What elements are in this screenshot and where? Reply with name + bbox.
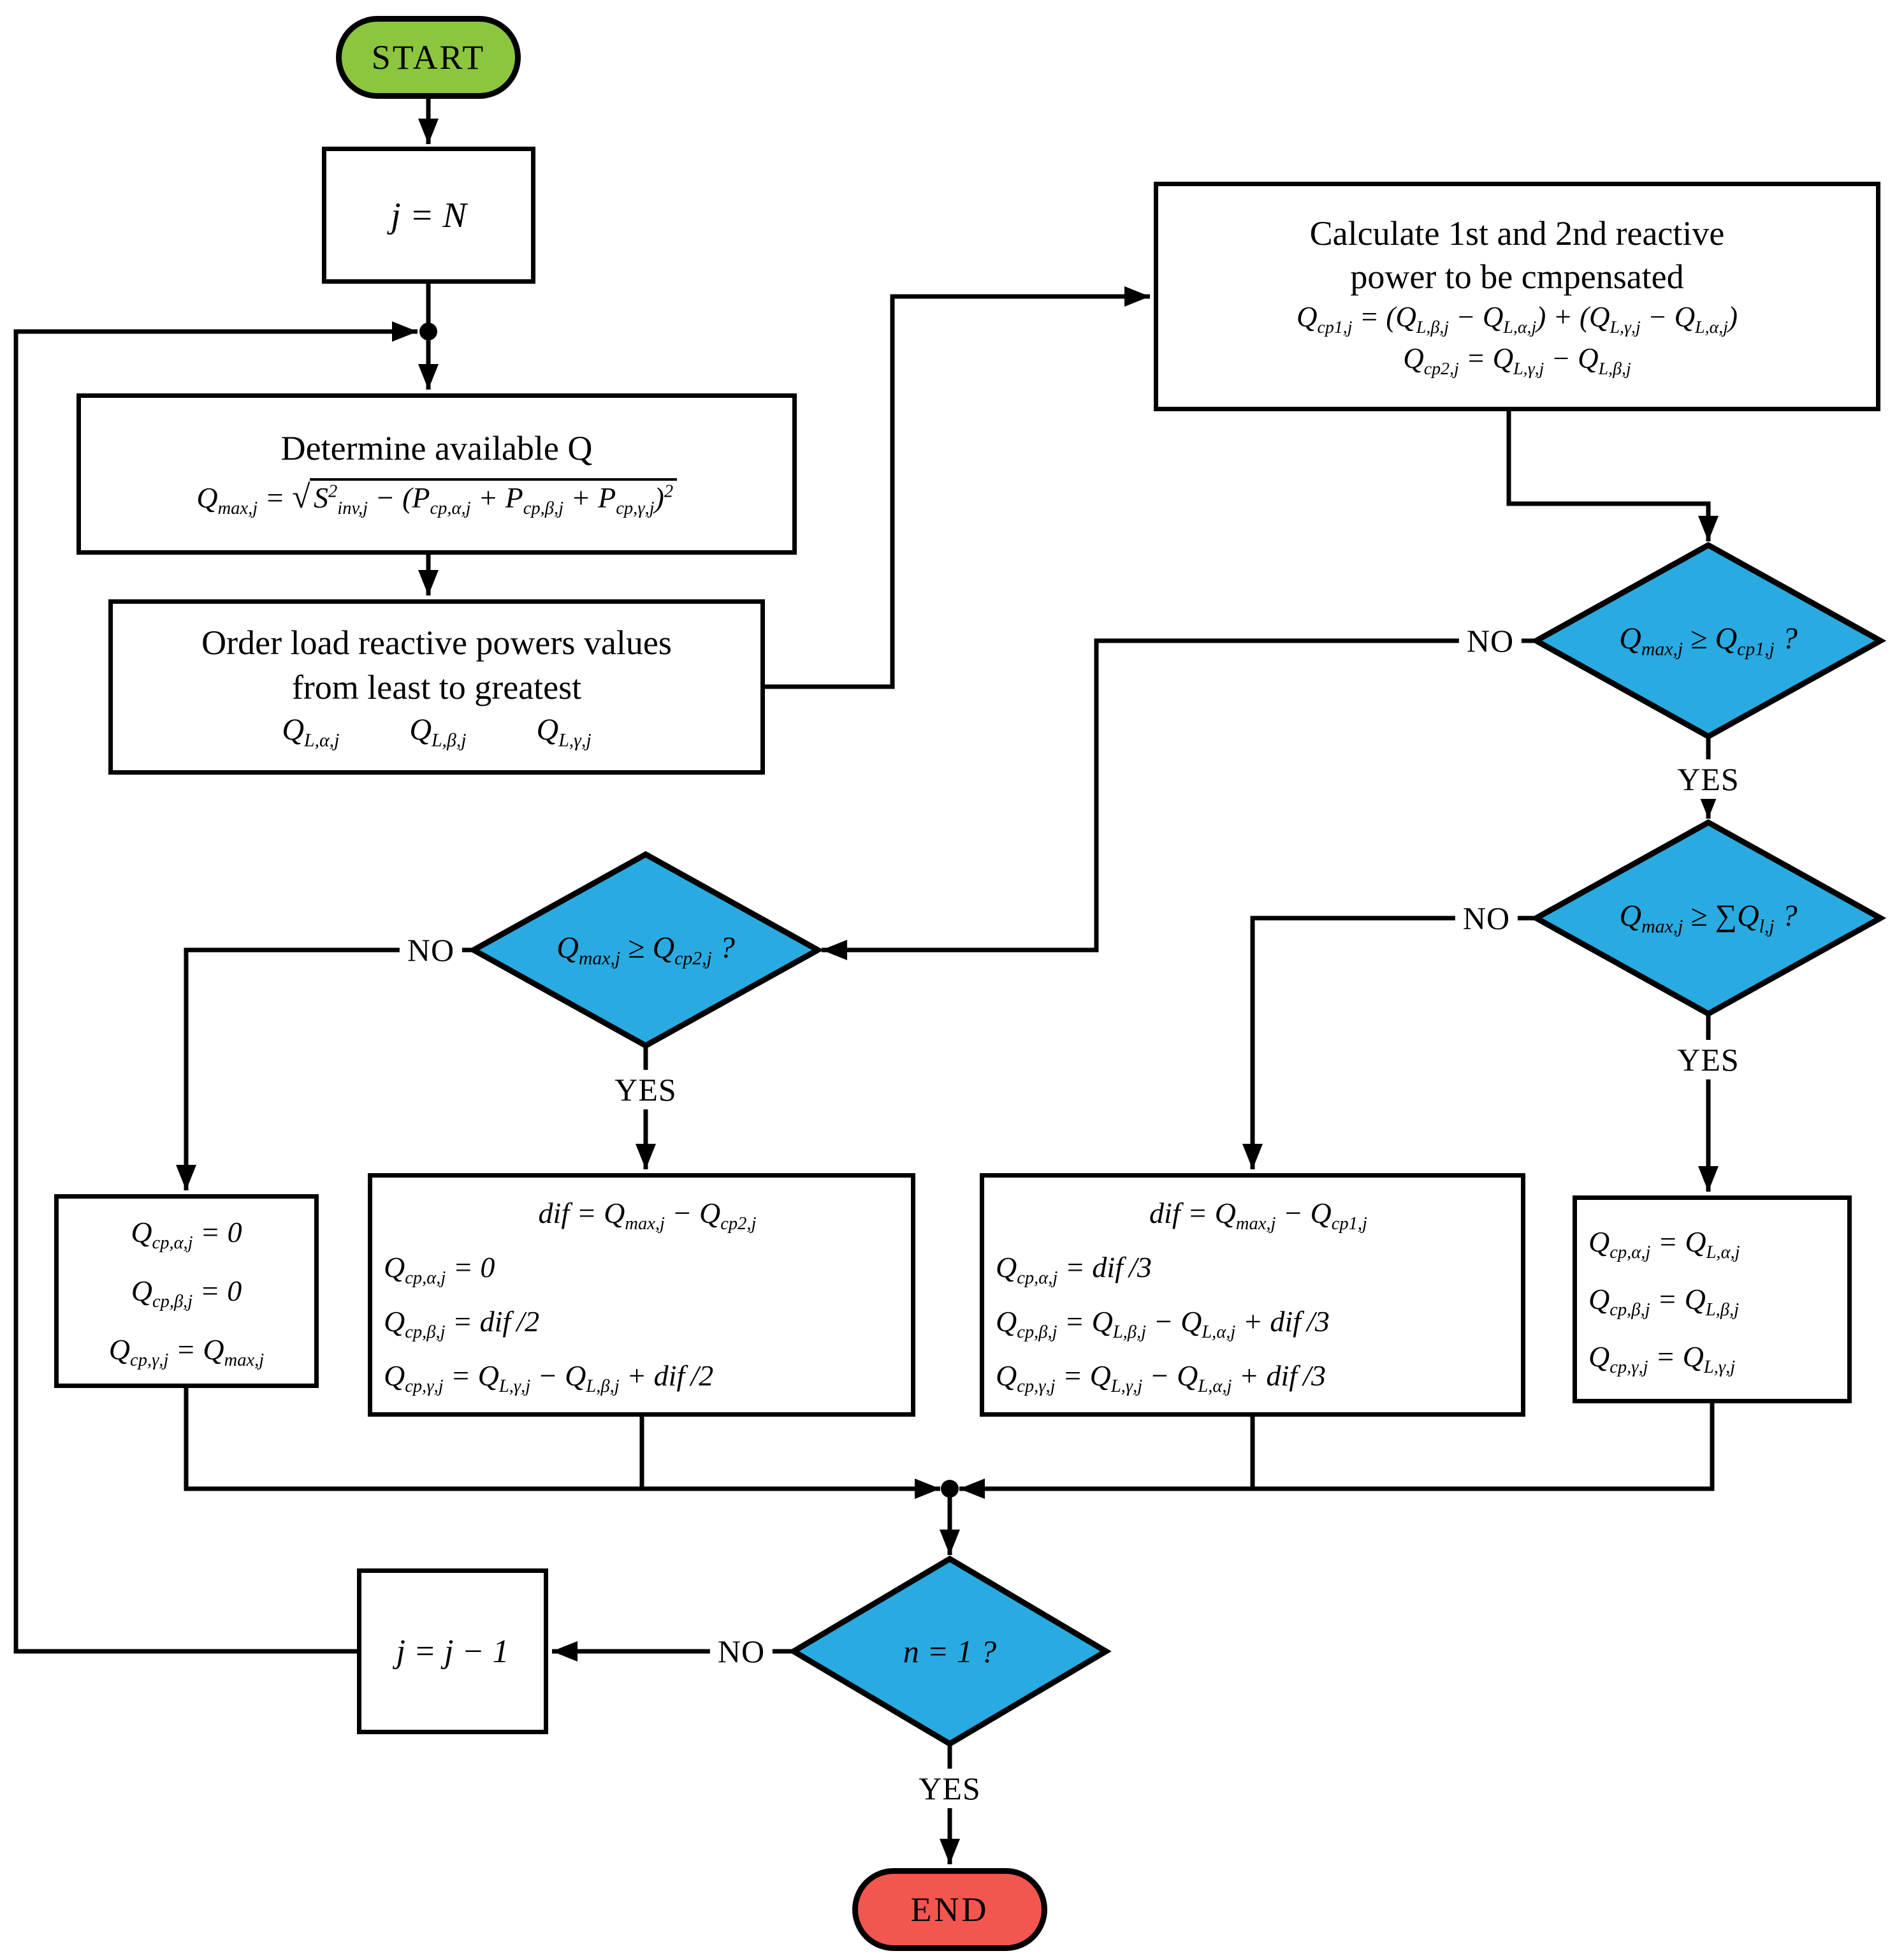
branch-full-line3: Qcp,γ,j = QL,γ,j bbox=[1588, 1340, 1736, 1378]
edge-branch-zero-to-merge bbox=[184, 1388, 940, 1499]
end-label: END bbox=[910, 1890, 989, 1929]
edge-branch-full-to-merge bbox=[959, 1403, 1715, 1499]
determine-formula: Qmax,j = √S2inv,j − (Pcp,α,j + Pcp,β,j +… bbox=[196, 478, 677, 519]
junction-dot-top bbox=[419, 323, 437, 340]
branch-dif3-node: dif = Qmax,j − Qcp1,j Qcp,α,j = dif /3 Q… bbox=[980, 1173, 1525, 1417]
calculate-formula-qcp1: Qcp1,j = (QL,β,j − QL,α,j) + (QL,γ,j − Q… bbox=[1297, 301, 1738, 337]
init-node: j = N bbox=[322, 147, 535, 284]
branch-full-line2: Qcp,β,j = QL,β,j bbox=[1588, 1283, 1740, 1320]
branch-zero-node: Qcp,α,j = 0 Qcp,β,j = 0 Qcp,γ,j = Qmax,j bbox=[54, 1194, 319, 1388]
edge-loop-decrement-to-junction bbox=[13, 321, 418, 1654]
edge-label-yes-qcp2: YES bbox=[607, 1070, 685, 1109]
edge-order-to-calculate bbox=[765, 286, 1150, 689]
calculate-title-line1: Calculate 1st and 2nd reactive bbox=[1309, 214, 1725, 252]
decrement-node: j = j − 1 bbox=[357, 1568, 548, 1734]
edge-qcp1-no-to-decision-qcp2 bbox=[822, 638, 1536, 960]
order-title-line2: from least to greatest bbox=[291, 668, 582, 706]
order-formula-alpha: QL,α,j bbox=[282, 712, 340, 751]
branch-zero-line1: Qcp,α,j = 0 bbox=[131, 1216, 242, 1253]
calculate-formula-qcp2: Qcp2,j = QL,γ,j − QL,β,j bbox=[1403, 342, 1631, 379]
edge-label-no-qcp2: NO bbox=[399, 930, 463, 970]
branch-dif3-line4: Qcp,γ,j = QL,γ,j − QL,α,j + dif /3 bbox=[996, 1359, 1326, 1397]
determine-title: Determine available Q bbox=[280, 429, 593, 468]
branch-full-node: Qcp,α,j = QL,α,j Qcp,β,j = QL,β,j Qcp,γ,… bbox=[1573, 1195, 1852, 1403]
determine-node: Determine available Q Qmax,j = √S2inv,j … bbox=[76, 393, 797, 555]
branch-dif2-line1: dif = Qmax,j − Qcp2,j bbox=[538, 1196, 757, 1234]
start-node: START bbox=[336, 16, 521, 99]
branch-zero-line2: Qcp,β,j = 0 bbox=[131, 1275, 242, 1312]
order-node: Order load reactive powers values from l… bbox=[108, 599, 765, 775]
branch-dif3-line1: dif = Qmax,j − Qcp1,j bbox=[1149, 1196, 1367, 1234]
edge-sum-no-to-branch-dif3 bbox=[1242, 916, 1536, 1169]
end-node: END bbox=[852, 1868, 1047, 1951]
decision-qcp1-shape bbox=[1530, 541, 1887, 740]
branch-zero-line3: Qcp,γ,j = Qmax,j bbox=[108, 1333, 265, 1371]
order-formula-beta: QL,β,j bbox=[409, 712, 467, 751]
edge-label-no-sum: NO bbox=[1455, 898, 1518, 938]
decision-n-shape bbox=[788, 1555, 1112, 1748]
junction-dot-merge bbox=[941, 1480, 959, 1498]
branch-dif2-line4: Qcp,γ,j = QL,γ,j − QL,β,j + dif /2 bbox=[384, 1359, 714, 1397]
branch-dif2-line3: Qcp,β,j = dif /2 bbox=[384, 1305, 540, 1343]
decrement-formula: j = j − 1 bbox=[396, 1633, 509, 1670]
edge-label-no-n: NO bbox=[709, 1632, 773, 1671]
edge-label-no-qcp1: NO bbox=[1458, 621, 1522, 661]
start-label: START bbox=[371, 38, 486, 77]
calculate-title-line2: power to be cmpensated bbox=[1350, 258, 1684, 296]
branch-dif2-node: dif = Qmax,j − Qcp2,j Qcp,α,j = 0 Qcp,β,… bbox=[368, 1173, 915, 1417]
decision-sum-shape bbox=[1530, 819, 1887, 1018]
decision-qcp2-shape bbox=[467, 851, 824, 1049]
edge-calculate-to-decision-qcp1 bbox=[1506, 411, 1719, 541]
edge-qcp2-no-to-branch-zero bbox=[176, 947, 474, 1190]
edge-label-yes-qcp1: YES bbox=[1669, 759, 1747, 799]
branch-dif3-line2: Qcp,α,j = dif /3 bbox=[996, 1250, 1152, 1289]
edge-label-yes-sum: YES bbox=[1669, 1040, 1747, 1079]
branch-dif3-line3: Qcp,β,j = QL,β,j − QL,α,j + dif /3 bbox=[996, 1305, 1330, 1343]
order-formula-gamma: QL,γ,j bbox=[536, 712, 592, 751]
calculate-node: Calculate 1st and 2nd reactive power to … bbox=[1154, 182, 1880, 411]
edge-label-yes-n: YES bbox=[911, 1769, 989, 1808]
branch-full-line1: Qcp,α,j = QL,α,j bbox=[1588, 1225, 1740, 1263]
order-title-line1: Order load reactive powers values bbox=[201, 623, 672, 662]
init-formula: j = N bbox=[391, 195, 467, 235]
branch-dif2-line2: Qcp,α,j = 0 bbox=[384, 1250, 495, 1289]
